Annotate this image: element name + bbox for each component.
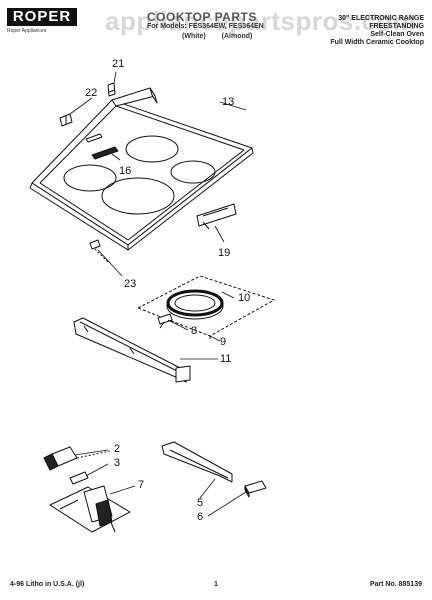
callout-13: 13 [222,96,235,108]
color-white: (White) [182,33,206,40]
round-element-part [157,289,224,329]
clip-part [89,239,109,263]
burner-elements [63,135,216,215]
product-description: 30" ELECTRONIC RANGE FREESTANDING Self-C… [330,15,424,47]
callout-22: 22 [85,87,98,99]
product-line-2: FREESTANDING [369,23,424,30]
callout-5: 5 [197,497,204,509]
callout-23: 23 [124,278,137,290]
trim-strip-part [196,203,237,230]
bar-bracket-part [161,441,233,483]
footer-part-number: Part No. 885139 [369,581,422,588]
product-line-3: Self-Clean Oven [370,31,424,38]
brackets-part [59,82,116,127]
watermark: appliancepartspros.com [105,6,417,36]
control-assembly-part [49,485,131,533]
callout-11: 11 [220,353,232,365]
model-numbers: For Models: FES364EW, FES364EN [147,23,264,30]
brand-logo: ROPER [7,8,77,26]
color-almond: (Almond) [221,33,253,40]
callout-21: 21 [112,58,125,70]
callout-16: 16 [119,165,132,177]
block-part [244,480,267,498]
callout-3: 3 [114,457,121,469]
product-line-4: Full Width Ceramic Cooktop [330,39,424,46]
support-rail-part [73,317,191,383]
element-assembly-outline [137,275,275,340]
diagram-title: COOKTOP PARTS [147,10,257,24]
cooktop-frame [29,87,254,251]
callout-19: 19 [218,247,231,259]
callout-8: 8 [191,325,198,337]
footer-litho: 4-96 Litho in U.S.A. (jl) [10,581,85,588]
callout-9: 9 [220,336,227,348]
callout-10: 10 [238,292,251,304]
switch-part [43,446,111,485]
callout-7: 7 [138,479,145,491]
product-line-1: 30" ELECTRONIC RANGE [338,15,424,22]
footer-page-number: 1 [214,581,218,588]
callout-6: 6 [197,511,204,523]
callout-2: 2 [114,443,121,455]
model-colors: (White) (Almond) [182,33,266,40]
cooktop-insert-part [85,133,119,160]
callout-leaders [69,71,247,517]
brand-tagline: Roper Appliances [7,28,47,34]
